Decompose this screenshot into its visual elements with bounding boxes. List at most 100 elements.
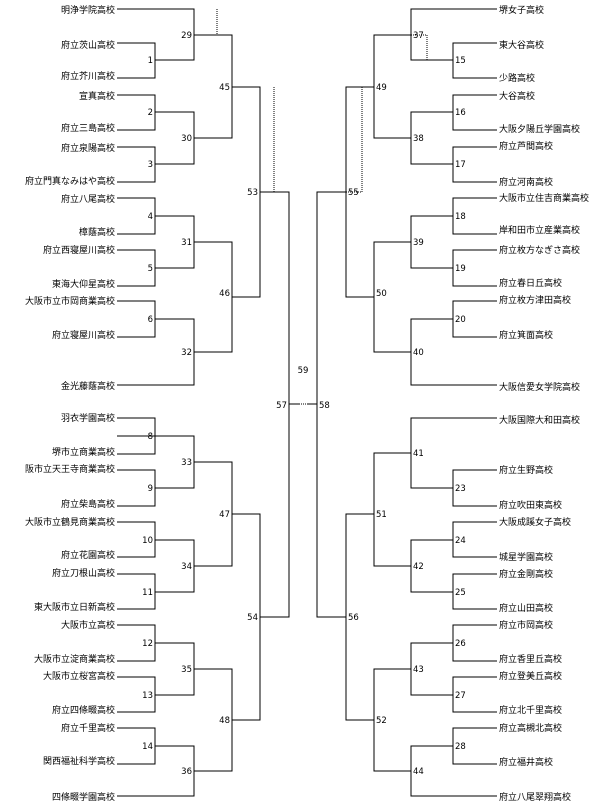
left-team: 府立刀根山高校	[52, 567, 115, 579]
left-team: 羽衣学園高校	[61, 412, 115, 424]
left-team: 府立花園高校	[61, 549, 115, 561]
left-team: 府立門真なみはや高校	[25, 175, 115, 187]
match-number: 32	[181, 348, 192, 358]
right-team: 府立河南高校	[499, 176, 553, 188]
match-number: 18	[455, 212, 466, 222]
match-number: 40	[413, 348, 424, 358]
match-number: 55	[348, 188, 359, 198]
match-number: 27	[455, 691, 466, 701]
left-team: 府立柴島高校	[61, 498, 115, 510]
right-team: 府立八尾翠翔高校	[499, 791, 571, 803]
match-numbers: 1 2 3 4 5 6 8 9 10 11 12 13 14 15 16 17 …	[142, 31, 466, 777]
left-team: 大阪市立高校	[61, 619, 115, 631]
match-number: 37	[413, 31, 424, 41]
right-team: 府立芦間高校	[499, 140, 553, 152]
match-number: 1	[148, 56, 153, 66]
right-bracket-lines	[307, 8, 497, 797]
match-number: 15	[455, 56, 466, 66]
match-number: 49	[376, 83, 387, 93]
right-team: 大阪成蹊女子高校	[499, 516, 571, 528]
left-team: 阪市立天王寺商業高校	[25, 463, 115, 475]
right-team: 府立山田高校	[499, 602, 553, 614]
right-team: 府立吹田東高校	[499, 499, 562, 511]
right-team: 府立金剛高校	[499, 568, 553, 580]
match-number: 3	[148, 160, 153, 170]
right-team: 府立枚方津田高校	[499, 294, 571, 306]
match-number: 36	[181, 767, 192, 777]
right-team: 少路高校	[499, 72, 535, 84]
right-team: 府立香里丘高校	[499, 653, 562, 665]
left-team: 府立寝屋川高校	[52, 329, 115, 341]
match-number: 31	[181, 238, 192, 248]
right-team: 大阪市立住吉商業高校	[499, 192, 589, 204]
match-number: 59	[298, 366, 309, 376]
left-team: 金光藤蔭高校	[61, 380, 115, 392]
left-team: 大阪市立鶴見商業高校	[25, 516, 115, 528]
match-number: 11	[142, 588, 153, 598]
match-number: 52	[376, 716, 387, 726]
match-number: 8	[148, 432, 153, 442]
right-team: 大阪夕陽丘学園高校	[499, 123, 580, 135]
right-team: 府立北千里高校	[499, 704, 562, 716]
match-number: 35	[181, 665, 192, 675]
left-team: 府立茨山高校	[61, 39, 115, 51]
left-team-names: 明浄学院高校 府立茨山高校 府立芥川高校 宣真高校 府立三島高校 府立泉陽高校 …	[25, 4, 115, 803]
match-number: 50	[376, 289, 387, 299]
left-team: 東大阪市立日新高校	[34, 601, 115, 613]
match-number: 58	[319, 401, 330, 411]
right-team: 大阪国際大和田高校	[499, 414, 580, 426]
left-team: 府立芥川高校	[61, 70, 115, 82]
match-number: 51	[376, 510, 387, 520]
match-number: 9	[148, 484, 153, 494]
match-number: 42	[413, 562, 424, 572]
match-number: 39	[413, 238, 424, 248]
right-team: 府立春日丘高校	[499, 277, 562, 289]
left-team: 大阪市立市岡商業高校	[25, 295, 115, 307]
match-number: 57	[276, 401, 287, 411]
right-team: 府立登美丘高校	[499, 670, 562, 682]
left-team: 堺市立商業高校	[52, 446, 115, 458]
left-team: 関西福祉科学高校	[43, 755, 115, 767]
match-number: 38	[413, 134, 424, 144]
match-number: 46	[219, 289, 230, 299]
right-team: 府立枚方なぎさ高校	[499, 244, 580, 256]
match-number: 5	[148, 264, 153, 274]
match-number: 44	[413, 767, 424, 777]
match-number: 23	[455, 484, 466, 494]
left-team: 府立八尾高校	[61, 193, 115, 205]
right-team: 大阪信愛女学院高校	[499, 381, 580, 393]
match-number: 43	[413, 665, 424, 675]
match-number: 41	[413, 449, 424, 459]
match-number: 30	[181, 134, 192, 144]
left-team: 大阪市立桜宮高校	[43, 670, 115, 682]
right-team: 府立生野高校	[499, 464, 553, 476]
match-number: 24	[455, 536, 466, 546]
match-number: 17	[455, 160, 466, 170]
right-team: 府立箕面高校	[499, 329, 553, 341]
left-team: 府立四條畷高校	[52, 704, 115, 716]
match-number: 2	[148, 108, 153, 118]
left-bracket-lines	[117, 8, 299, 797]
match-number: 19	[455, 264, 466, 274]
match-number: 53	[247, 188, 258, 198]
match-number: 6	[148, 315, 153, 325]
right-team: 府立市岡高校	[499, 619, 553, 631]
left-team: 明浄学院高校	[61, 4, 115, 16]
match-number: 56	[348, 613, 359, 623]
match-number: 54	[247, 613, 258, 623]
left-team: 樟蔭高校	[79, 226, 115, 238]
match-number: 12	[142, 639, 153, 649]
right-team: 岸和田市立産業高校	[499, 224, 580, 236]
left-team: 府立千里高校	[61, 722, 115, 734]
match-number: 26	[455, 639, 466, 649]
match-number: 16	[455, 108, 466, 118]
match-number: 20	[455, 315, 466, 325]
right-team: 東大谷高校	[499, 39, 544, 51]
right-team: 城星学園高校	[499, 551, 553, 563]
match-number: 28	[455, 742, 466, 752]
right-team: 府立高槻北高校	[499, 722, 562, 734]
right-team: 大谷高校	[499, 90, 535, 102]
match-number: 10	[142, 536, 153, 546]
match-number: 29	[181, 31, 192, 41]
